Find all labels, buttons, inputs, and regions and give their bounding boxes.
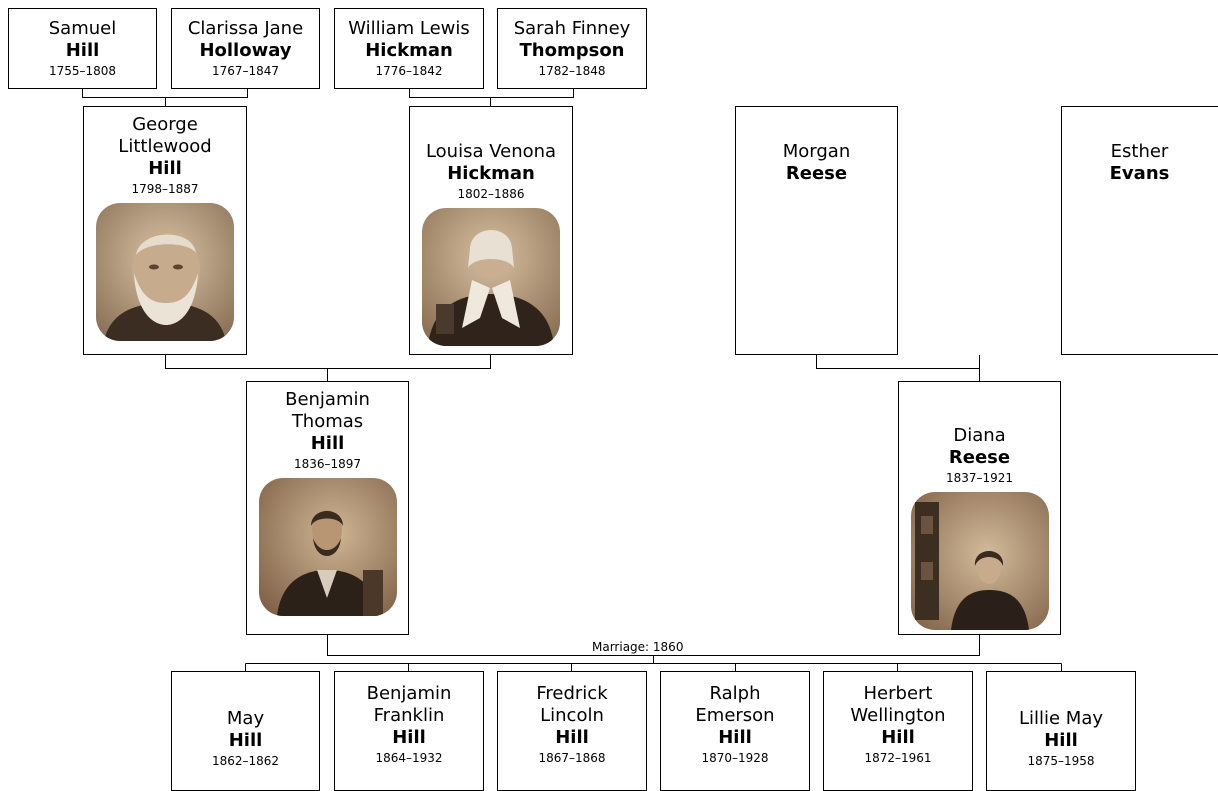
surname: Hill <box>392 727 426 748</box>
life-dates: 1864–1932 <box>375 751 443 765</box>
given-name: May <box>226 708 265 729</box>
surname: Hill <box>148 158 182 179</box>
given-name: Diana <box>953 425 1006 446</box>
person-card-benjamin-franklin-hill[interactable]: Benjamin Franklin Hill 1864–1932 <box>334 671 484 791</box>
surname: Hill <box>65 40 100 61</box>
life-dates: 1872–1961 <box>864 751 932 765</box>
surname: Hill <box>881 727 915 748</box>
life-dates: 1755–1808 <box>48 64 117 78</box>
portrait-photo <box>96 203 234 341</box>
connector-diana-parents <box>816 355 980 381</box>
connector-hill-parents <box>82 89 248 106</box>
surname: Hickman <box>365 40 453 61</box>
given-name: Morgan <box>782 141 851 162</box>
person-card-diana-reese[interactable]: Diana Reese 1837–1921 <box>898 381 1061 635</box>
person-card-herbert-wellington-hill[interactable]: Herbert Wellington Hill 1872–1961 <box>823 671 973 791</box>
given-name-line-2: Wellington <box>850 705 946 726</box>
connector-hickman-parents <box>409 89 574 106</box>
connector-marriage <box>327 635 980 664</box>
given-name-line-1: Benjamin <box>366 683 452 704</box>
person-card-samuel-hill[interactable]: Samuel Hill 1755–1808 <box>8 8 157 89</box>
surname: Hill <box>310 433 345 454</box>
person-card-sarah-thompson[interactable]: Sarah Finney Thompson 1782–1848 <box>497 8 647 89</box>
life-dates: 1862–1862 <box>211 754 280 768</box>
person-card-william-hickman[interactable]: William Lewis Hickman 1776–1842 <box>334 8 484 89</box>
given-name: William Lewis <box>348 18 470 39</box>
given-name-line-1: George <box>132 114 198 135</box>
portrait-photo <box>910 492 1049 630</box>
given-name-line-1: Herbert <box>863 683 933 704</box>
person-card-clarissa-holloway[interactable]: Clarissa Jane Holloway 1767–1847 <box>171 8 320 89</box>
given-name-line-2: Lincoln <box>540 705 604 726</box>
life-dates: 1802–1886 <box>457 187 525 201</box>
person-card-ralph-emerson-hill[interactable]: Ralph Emerson Hill 1870–1928 <box>660 671 810 791</box>
given-name: Samuel <box>48 18 117 39</box>
given-name: Louisa Venona <box>425 141 557 162</box>
given-name-line-2: Franklin <box>373 705 445 726</box>
given-name: Lillie May <box>1018 708 1104 729</box>
given-name: Clarissa Jane <box>187 18 304 39</box>
surname: Reese <box>948 447 1011 468</box>
life-dates: 1767–1847 <box>211 64 280 78</box>
portrait-photo <box>422 208 560 346</box>
given-name-line-1: Fredrick <box>536 683 608 704</box>
life-dates: 1837–1921 <box>945 471 1014 485</box>
surname: Hill <box>718 727 752 748</box>
life-dates: 1798–1887 <box>131 182 199 196</box>
person-card-morgan-reese[interactable]: Morgan Reese <box>735 106 898 355</box>
surname: Hill <box>1044 730 1078 751</box>
given-name-line-1: Ralph <box>709 683 761 704</box>
given-name: Esther <box>1110 141 1169 162</box>
life-dates: 1870–1928 <box>701 751 769 765</box>
surname: Hill <box>228 730 263 751</box>
surname: Holloway <box>199 40 292 61</box>
person-card-louisa-hickman[interactable]: Louisa Venona Hickman 1802–1886 <box>409 106 573 355</box>
connector-children-drops <box>245 663 1062 671</box>
surname: Reese <box>785 163 848 184</box>
life-dates: 1875–1958 <box>1027 754 1095 768</box>
given-name-line-1: Benjamin <box>285 389 370 410</box>
surname: Evans <box>1109 163 1170 184</box>
given-name-line-2: Thomas <box>291 411 364 432</box>
life-dates: 1867–1868 <box>538 751 606 765</box>
person-card-lillie-may-hill[interactable]: Lillie May Hill 1875–1958 <box>986 671 1136 791</box>
marriage-label: Marriage: 1860 <box>591 640 685 654</box>
person-card-fredrick-lincoln-hill[interactable]: Fredrick Lincoln Hill 1867–1868 <box>497 671 647 791</box>
life-dates: 1782–1848 <box>538 64 606 78</box>
person-card-george-hill[interactable]: George Littlewood Hill 1798–1887 <box>83 106 247 355</box>
portrait-photo <box>258 478 397 616</box>
person-card-benjamin-thomas-hill[interactable]: Benjamin Thomas Hill 1836–1897 <box>246 381 409 635</box>
life-dates: 1836–1897 <box>293 457 362 471</box>
surname: Thompson <box>519 40 625 61</box>
surname: Hickman <box>447 163 535 184</box>
person-card-esther-evans[interactable]: Esther Evans <box>1061 106 1218 355</box>
connector-benjamin-parents <box>165 355 491 381</box>
surname: Hill <box>555 727 589 748</box>
person-card-may-hill[interactable]: May Hill 1862–1862 <box>171 671 320 791</box>
given-name-line-2: Emerson <box>695 705 775 726</box>
life-dates: 1776–1842 <box>375 64 443 78</box>
given-name: Sarah Finney <box>513 18 631 39</box>
given-name-line-2: Littlewood <box>118 136 212 157</box>
